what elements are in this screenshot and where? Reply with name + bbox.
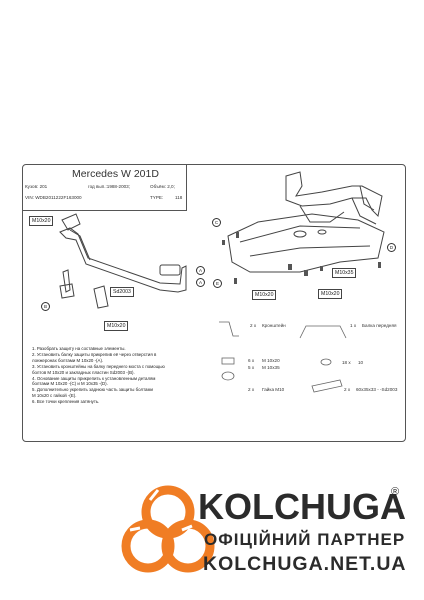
instruction-line: 4. Основание защиты прикрепить к установ… xyxy=(32,375,156,381)
website-link[interactable]: KOLCHUGA.NET.UA xyxy=(203,553,407,575)
instruction-line: 3. Установить кронштейны на балку передн… xyxy=(32,363,165,369)
part-qty: 2 х xyxy=(344,387,351,392)
volume-label: Объём: 2,0; xyxy=(150,184,175,189)
part-name: M 10x35 xyxy=(262,365,280,370)
bolt-label-m10x20: M10x20 xyxy=(318,289,343,299)
vin-label: VIN: WDB2011222F163000 xyxy=(25,195,82,200)
part-qty: 2 х xyxy=(248,387,255,392)
assembly-instructions: 1. Разобрать защиту на составные элемент… xyxy=(32,346,202,405)
brand-name: KOLCHUGA xyxy=(198,486,406,527)
marker-e: E xyxy=(213,279,222,288)
marker-b: B xyxy=(41,302,50,311)
instruction-line: 1. Разобрать защиту на составные элемент… xyxy=(32,346,126,351)
marker-a: A xyxy=(196,266,205,275)
type-label: TYPE: xyxy=(150,195,164,200)
part-qty: 6 х xyxy=(248,358,255,363)
year-label: год вып.:1988-2003; xyxy=(88,184,131,189)
instruction-line: болтов М 10х20 и закладных пластин Sd200… xyxy=(32,369,135,375)
bolt-label-m10x20: M10x20 xyxy=(104,321,129,331)
part-qty: 2 х xyxy=(250,323,257,328)
bolt-label-m10x20: M10x20 xyxy=(29,216,54,226)
part-name: Кронштейн xyxy=(262,323,286,328)
instruction-line: М 10х20 с гайкой -(Е). xyxy=(32,393,77,399)
title-block xyxy=(22,164,187,211)
partner-label: ОФІЦІЙНИЙ ПАРТНЕР xyxy=(204,530,406,549)
part-name: Балка передняя xyxy=(362,323,397,328)
part-qty: 1 х xyxy=(350,323,357,328)
car-model-title: Mercedes W 201D xyxy=(72,168,159,180)
part-name: M 10x20 xyxy=(262,358,280,363)
type-value: 118 xyxy=(175,195,183,200)
registered-mark: ® xyxy=(391,486,400,498)
bolt-label-m10x35: M10x35 xyxy=(332,268,357,278)
instruction-line: лонжеронах болтами М 10х20 -(А). xyxy=(32,357,104,363)
instruction-line: 5. Дополнительно укрепить заднюю часть з… xyxy=(32,387,153,393)
bolt-label-m10x20: M10x20 xyxy=(252,290,277,300)
part-qty: 5 х xyxy=(248,365,255,370)
marker-d: D xyxy=(387,243,396,252)
part-name: Гайка M10 xyxy=(262,387,285,392)
instruction-line: 2. Установить балку защиты прикрепив её … xyxy=(32,351,157,357)
part-name: 60х35х33 - -Sd2003 xyxy=(356,387,398,392)
plate-label-sd2003: Sd2003 xyxy=(110,287,134,297)
part-qty: 18 х xyxy=(342,360,351,365)
instruction-line: 6. Все точки крепления затянуть. xyxy=(32,399,100,405)
marker-a: A xyxy=(196,278,205,287)
part-name: 10 xyxy=(358,360,364,365)
body-label: Кузов: 201 xyxy=(25,184,48,189)
instruction-line: болтами М 10х20 -(С) и М 10х35 -(D). xyxy=(32,381,108,387)
marker-c: C xyxy=(212,218,221,227)
drawing-frame xyxy=(22,164,406,442)
